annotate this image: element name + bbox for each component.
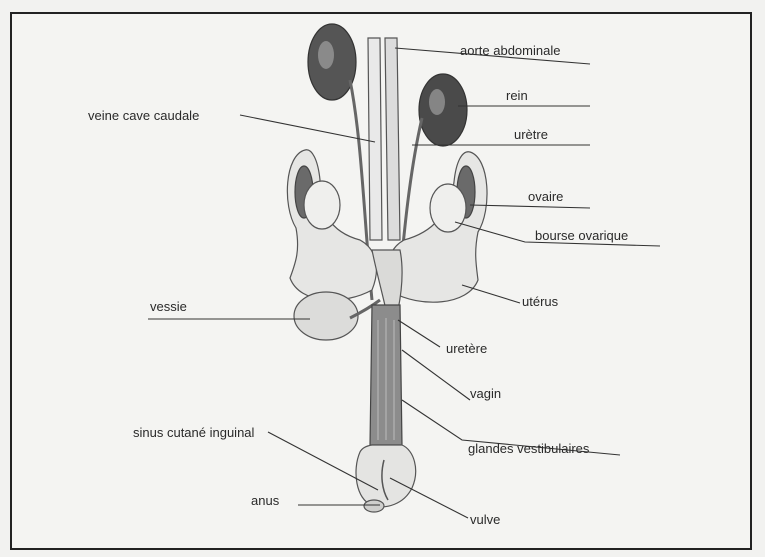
left-ovary-bursa — [304, 181, 340, 229]
right-ovary-bursa — [430, 184, 466, 232]
label-ovaire: ovaire — [528, 189, 563, 204]
label-vagin: vagin — [470, 386, 501, 401]
label-bourse-ovarique: bourse ovarique — [535, 228, 628, 243]
leader-uretere — [398, 320, 440, 347]
label-vulve: vulve — [470, 512, 500, 527]
aorta-vessel — [368, 38, 382, 240]
leader-vagin — [402, 350, 470, 400]
leader-ovaire — [470, 205, 590, 208]
label-rein: rein — [506, 88, 528, 103]
label-uretre: urètre — [514, 127, 548, 142]
label-vessie: vessie — [150, 299, 187, 314]
anus-mark — [364, 500, 384, 512]
label-glandes-vestibulaires: glandes vestibulaires — [468, 441, 590, 456]
label-uretere: uretère — [446, 341, 487, 356]
label-veine-cave-caudale: veine cave caudale — [88, 108, 199, 123]
label-sinus-cutane-inguinal: sinus cutané inguinal — [133, 425, 255, 440]
label-uterus: utérus — [522, 294, 559, 309]
vena-cava-vessel — [385, 38, 400, 240]
anatomy-drawing — [287, 24, 487, 512]
bladder — [294, 292, 358, 340]
label-anus: anus — [251, 493, 280, 508]
leader-uterus — [462, 285, 520, 303]
label-aorte-abdominale: aorte abdominale — [460, 43, 560, 58]
